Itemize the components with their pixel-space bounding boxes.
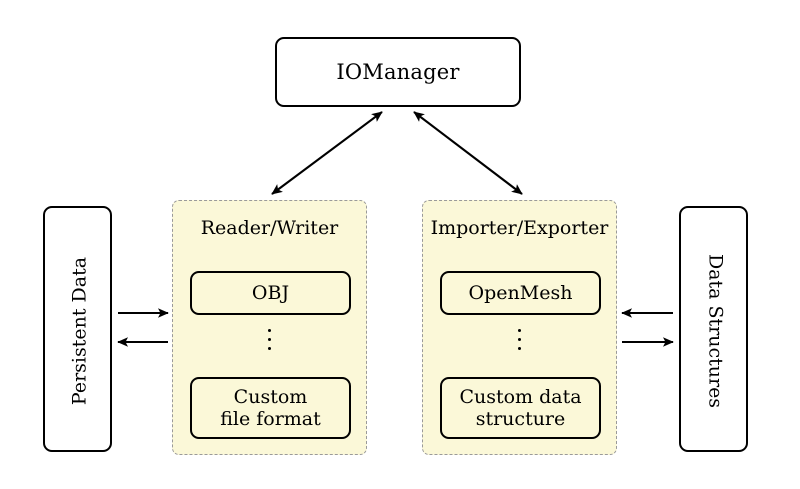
- line-2: file format: [220, 408, 321, 430]
- item-custom-file-format-label: Custom file format: [220, 386, 321, 431]
- item-openmesh[interactable]: OpenMesh: [440, 271, 601, 315]
- arrow-iomanager-readerwriter: [271, 111, 383, 195]
- line-2: structure: [475, 408, 566, 430]
- item-openmesh-label: OpenMesh: [468, 281, 573, 304]
- item-custom-file-format[interactable]: Custom file format: [190, 377, 351, 439]
- group-reader-writer[interactable]: Reader/Writer OBJ Custom file format: [172, 200, 367, 455]
- item-obj-label: OBJ: [251, 281, 290, 304]
- group-importer-exporter[interactable]: Importer/Exporter OpenMesh Custom data s…: [422, 200, 617, 455]
- node-data-structures[interactable]: Data Structures: [679, 206, 748, 452]
- node-persistent-data-label: Persistent Data: [68, 256, 91, 406]
- item-custom-data-structure[interactable]: Custom data structure: [440, 377, 601, 439]
- group-reader-writer-title: Reader/Writer: [200, 217, 339, 239]
- line-1: Custom data: [459, 385, 582, 408]
- rotated-text-wrapper: Data Structures: [593, 254, 800, 408]
- vertical-ellipsis-icon: [173, 329, 366, 350]
- arrow-iomanager-importerexporter: [413, 111, 523, 195]
- node-iomanager[interactable]: IOManager: [275, 37, 521, 107]
- item-obj[interactable]: OBJ: [190, 271, 351, 315]
- line-1: Custom: [233, 385, 308, 408]
- group-importer-exporter-title: Importer/Exporter: [430, 217, 609, 239]
- vertical-ellipsis-icon: [423, 329, 616, 350]
- node-iomanager-label: IOManager: [336, 60, 460, 84]
- node-persistent-data[interactable]: Persistent Data: [43, 206, 112, 452]
- item-custom-data-structure-label: Custom data structure: [459, 386, 581, 431]
- node-data-structures-label: Data Structures: [704, 253, 727, 409]
